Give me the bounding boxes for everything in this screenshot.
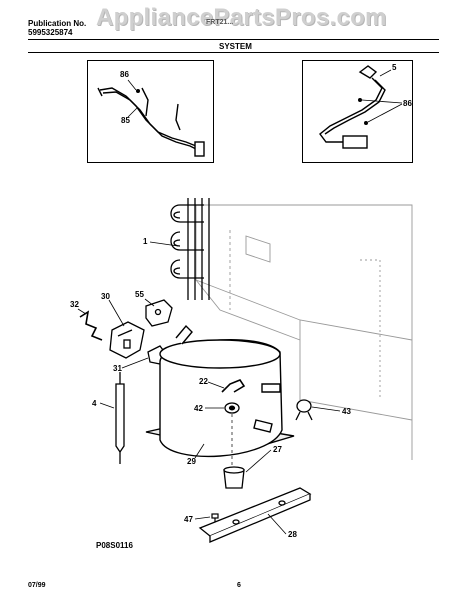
cabinet-outline bbox=[195, 204, 413, 460]
callout-86-right: 86 bbox=[403, 99, 412, 108]
wire-part-22 bbox=[221, 379, 246, 393]
callout-29: 29 bbox=[187, 457, 196, 466]
leader-86-left bbox=[127, 79, 137, 91]
callout-30: 30 bbox=[101, 292, 110, 301]
callout-28: 28 bbox=[288, 530, 297, 539]
header-rule-top bbox=[28, 39, 439, 40]
grommet-part-42 bbox=[224, 402, 240, 414]
leader-30 bbox=[108, 299, 125, 327]
model-number: FRT21... bbox=[206, 19, 234, 26]
screw-icon bbox=[358, 98, 362, 102]
callout-32: 32 bbox=[70, 300, 79, 309]
wire-part-32 bbox=[79, 310, 103, 341]
leader-55 bbox=[144, 298, 155, 307]
callout-47: 47 bbox=[184, 515, 193, 524]
leader-28 bbox=[267, 513, 287, 535]
leader-27 bbox=[245, 449, 272, 473]
callout-86-left: 86 bbox=[120, 70, 129, 79]
overload-part-55 bbox=[145, 299, 173, 327]
publication-label: Publication No. bbox=[28, 19, 87, 28]
leader-32 bbox=[77, 308, 87, 315]
footer-date: 07/99 bbox=[28, 582, 46, 589]
callout-5: 5 bbox=[392, 63, 397, 72]
leader-47 bbox=[194, 516, 211, 520]
relay-part-30 bbox=[109, 321, 145, 359]
callout-42: 42 bbox=[194, 404, 203, 413]
screw-icon bbox=[364, 121, 368, 125]
leader-29 bbox=[194, 443, 205, 459]
callout-4: 4 bbox=[92, 399, 97, 408]
screw-icon bbox=[136, 89, 140, 93]
publication-number: 5995325874 bbox=[28, 28, 73, 37]
callout-1: 1 bbox=[143, 237, 148, 246]
callout-85: 85 bbox=[121, 116, 130, 125]
callout-27: 27 bbox=[273, 445, 282, 454]
callout-43: 43 bbox=[342, 407, 351, 416]
leader-86-right-b bbox=[367, 103, 403, 123]
leader-22 bbox=[207, 381, 225, 389]
inset-right-wiring bbox=[302, 60, 413, 163]
leader-1 bbox=[149, 241, 179, 247]
footer-page-number: 6 bbox=[237, 582, 241, 589]
clamp-part-43 bbox=[295, 399, 313, 421]
bracket-part-28 bbox=[198, 487, 312, 543]
leader-5 bbox=[379, 69, 392, 77]
callout-22: 22 bbox=[199, 377, 208, 386]
callout-55: 55 bbox=[135, 290, 144, 299]
figure-code: P08S0116 bbox=[96, 541, 133, 550]
publication-block: Publication No. 5995325874 bbox=[28, 19, 86, 37]
leader-31 bbox=[121, 357, 149, 369]
inset-right-harness bbox=[319, 65, 386, 149]
watermark-text: AppliancePartsPros.com bbox=[96, 4, 387, 31]
condenser-coil bbox=[170, 198, 210, 300]
filter-dryer-part-4 bbox=[115, 372, 125, 464]
leader-4 bbox=[99, 402, 115, 409]
leader-43 bbox=[311, 406, 341, 412]
compressor-part-29 bbox=[145, 324, 295, 458]
callout-31: 31 bbox=[113, 364, 122, 373]
section-title: SYSTEM bbox=[219, 42, 252, 51]
inset-left-harness bbox=[97, 87, 205, 157]
header-rule-bottom bbox=[28, 52, 439, 53]
grommet-part-27 bbox=[223, 466, 245, 489]
leader-85 bbox=[127, 107, 138, 118]
inset-left-wiring bbox=[87, 60, 214, 163]
leader-86-right-a bbox=[361, 99, 403, 104]
